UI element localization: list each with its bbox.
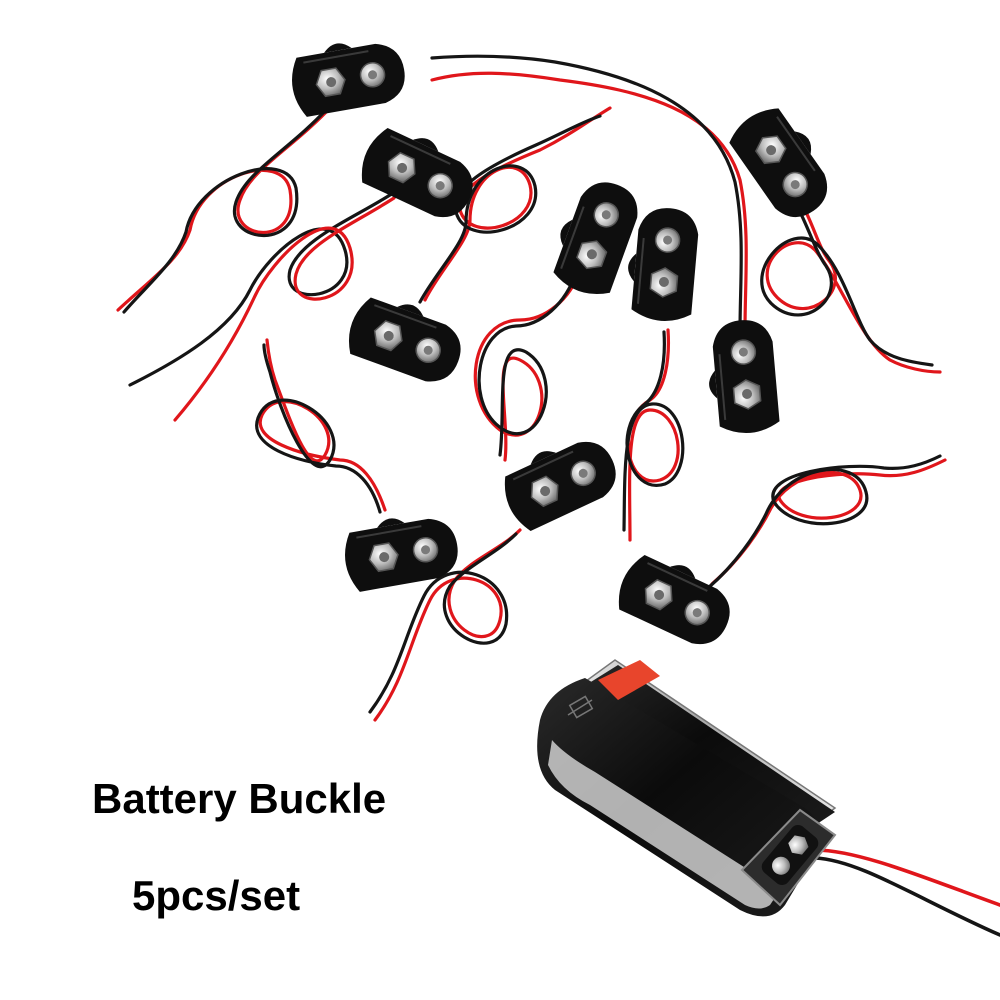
snap-connector [493, 425, 626, 536]
snap-connector [723, 96, 845, 229]
caption-title: Battery Buckle [92, 775, 387, 822]
battery-9v [537, 659, 837, 917]
caption-subtitle: 5pcs/set [132, 872, 301, 919]
wire-group [116, 54, 1000, 937]
snap-connector [285, 31, 411, 120]
snap-connector [340, 286, 472, 391]
snap-connector [702, 316, 782, 438]
snap-connector [338, 506, 464, 595]
snap-connector [610, 543, 743, 655]
snap-connector [542, 171, 647, 303]
